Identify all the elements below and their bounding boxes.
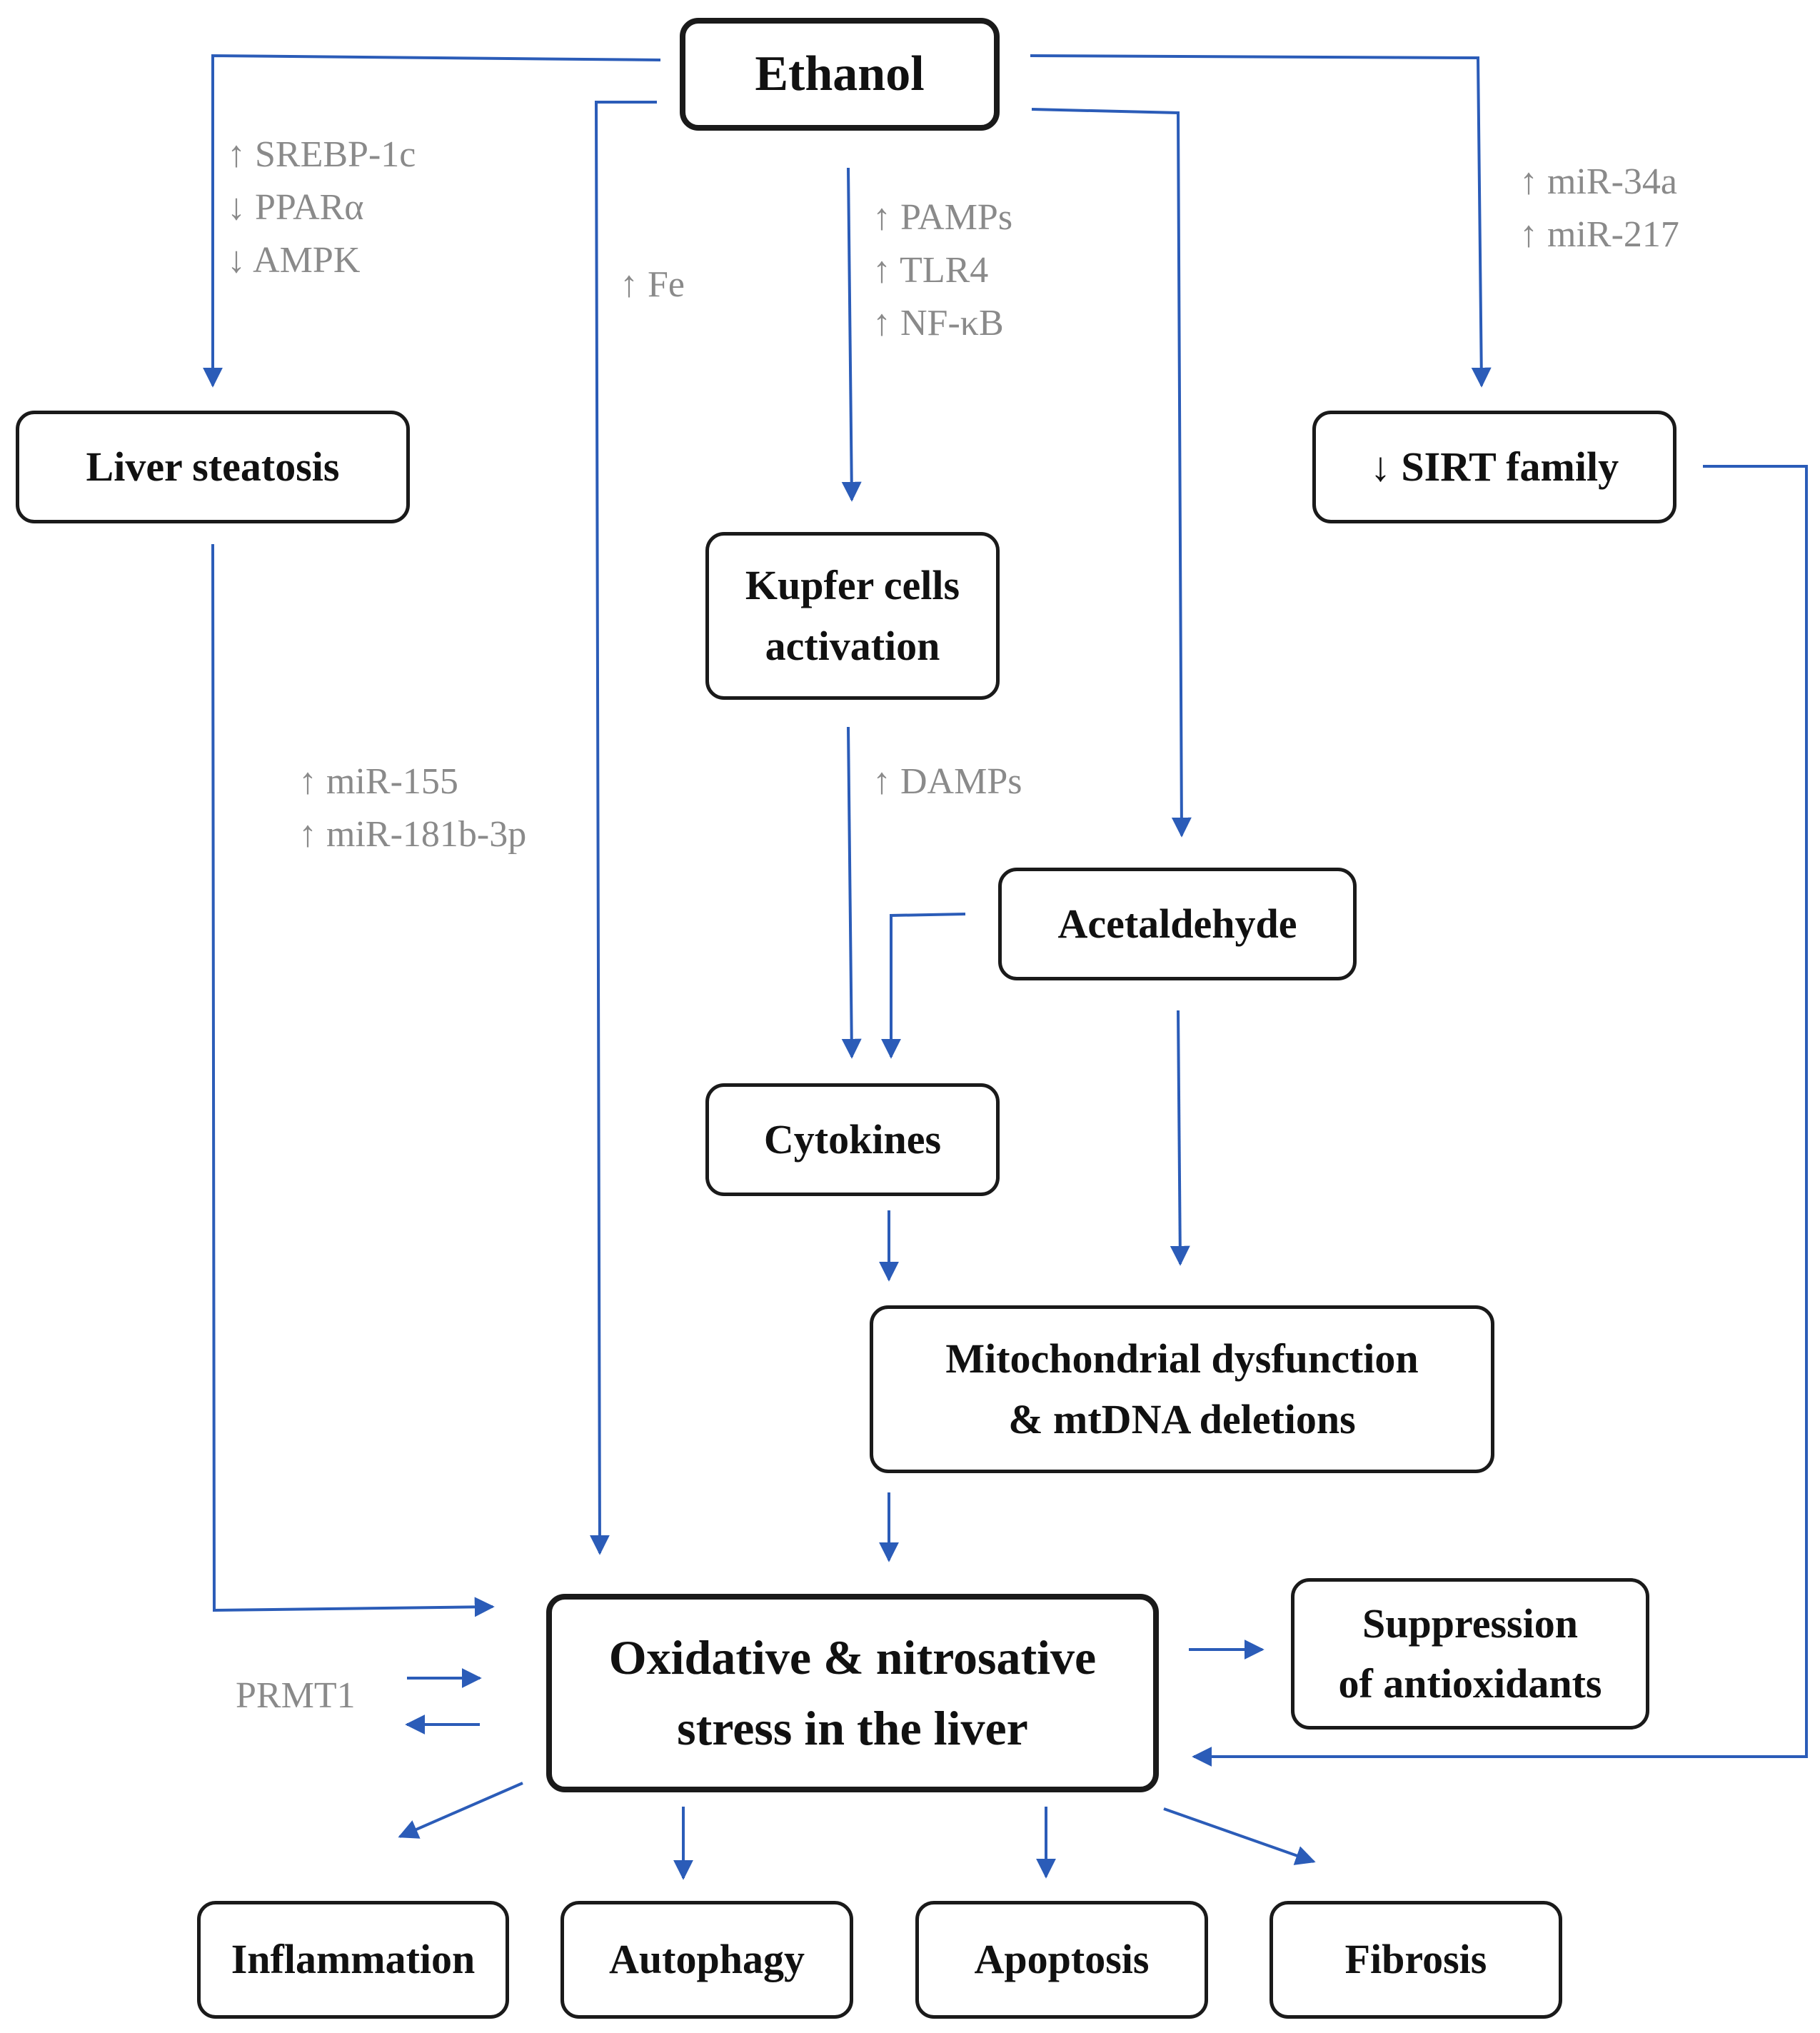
label-ppar-alpha: ↓ PPARα <box>227 187 364 228</box>
label-prmt1: PRMT1 <box>236 1675 356 1716</box>
label-nf-kb: ↑ NF-κB <box>873 303 1004 343</box>
arrow-kupfer-to-cytokines <box>841 726 862 1059</box>
node-oxidative-nitrosative-stress: Oxidative & nitrosative stress in the li… <box>546 1594 1159 1792</box>
label-srebp-1c: ↑ SREBP-1c <box>227 134 416 175</box>
label-ampk: ↓ AMPK <box>227 240 361 281</box>
arrow-ethanol-to-kupfer <box>841 167 862 502</box>
arrow-oxidative-to-fibrosis <box>1163 1807 1316 1865</box>
arrow-ethanol-to-acetaldehyde <box>1031 108 1192 838</box>
arrow-ethanol-to-sirt <box>1030 54 1492 388</box>
node-autophagy: Autophagy <box>560 1901 853 2019</box>
arrow-ethanol-to-oxidative-fe <box>589 101 657 1555</box>
label-tlr4: ↑ TLR4 <box>873 250 989 291</box>
node-liver-steatosis: Liver steatosis <box>16 411 410 523</box>
node-sirt-family: ↓ SIRT family <box>1312 411 1676 523</box>
node-suppression-of-antioxidants: Suppression of antioxidants <box>1291 1578 1649 1730</box>
label-fe: ↑ Fe <box>620 264 685 305</box>
arrow-steatosis-to-oxidative <box>211 543 495 1617</box>
label-mir-34a: ↑ miR-34a <box>1519 161 1677 202</box>
label-mir-181b-3p: ↑ miR-181b-3p <box>298 814 527 855</box>
node-apoptosis: Apoptosis <box>915 1901 1208 2019</box>
label-damps: ↑ DAMPs <box>873 761 1022 802</box>
arrow-ethanol-to-steatosis <box>203 54 661 388</box>
node-kupfer-cells-activation: Kupfer cells activation <box>705 532 1000 700</box>
arrow-sirt-to-oxidative <box>1192 465 1808 1767</box>
arrow-oxidative-to-inflammation <box>398 1782 523 1839</box>
node-inflammation: Inflammation <box>197 1901 509 2019</box>
label-mir-217: ↑ miR-217 <box>1519 214 1679 255</box>
node-acetaldehyde: Acetaldehyde <box>998 868 1357 980</box>
label-mir-155: ↑ miR-155 <box>298 761 458 802</box>
arrow-acetaldehyde-to-cytokines <box>881 913 966 1059</box>
node-fibrosis: Fibrosis <box>1270 1901 1562 2019</box>
node-mitochondrial-dysfunction: Mitochondrial dysfunction & mtDNA deleti… <box>870 1305 1494 1473</box>
node-ethanol: Ethanol <box>680 18 1000 131</box>
label-pamps: ↑ PAMPs <box>873 197 1013 238</box>
node-cytokines: Cytokines <box>705 1083 1000 1196</box>
arrow-acetaldehyde-to-mito <box>1170 1010 1190 1266</box>
